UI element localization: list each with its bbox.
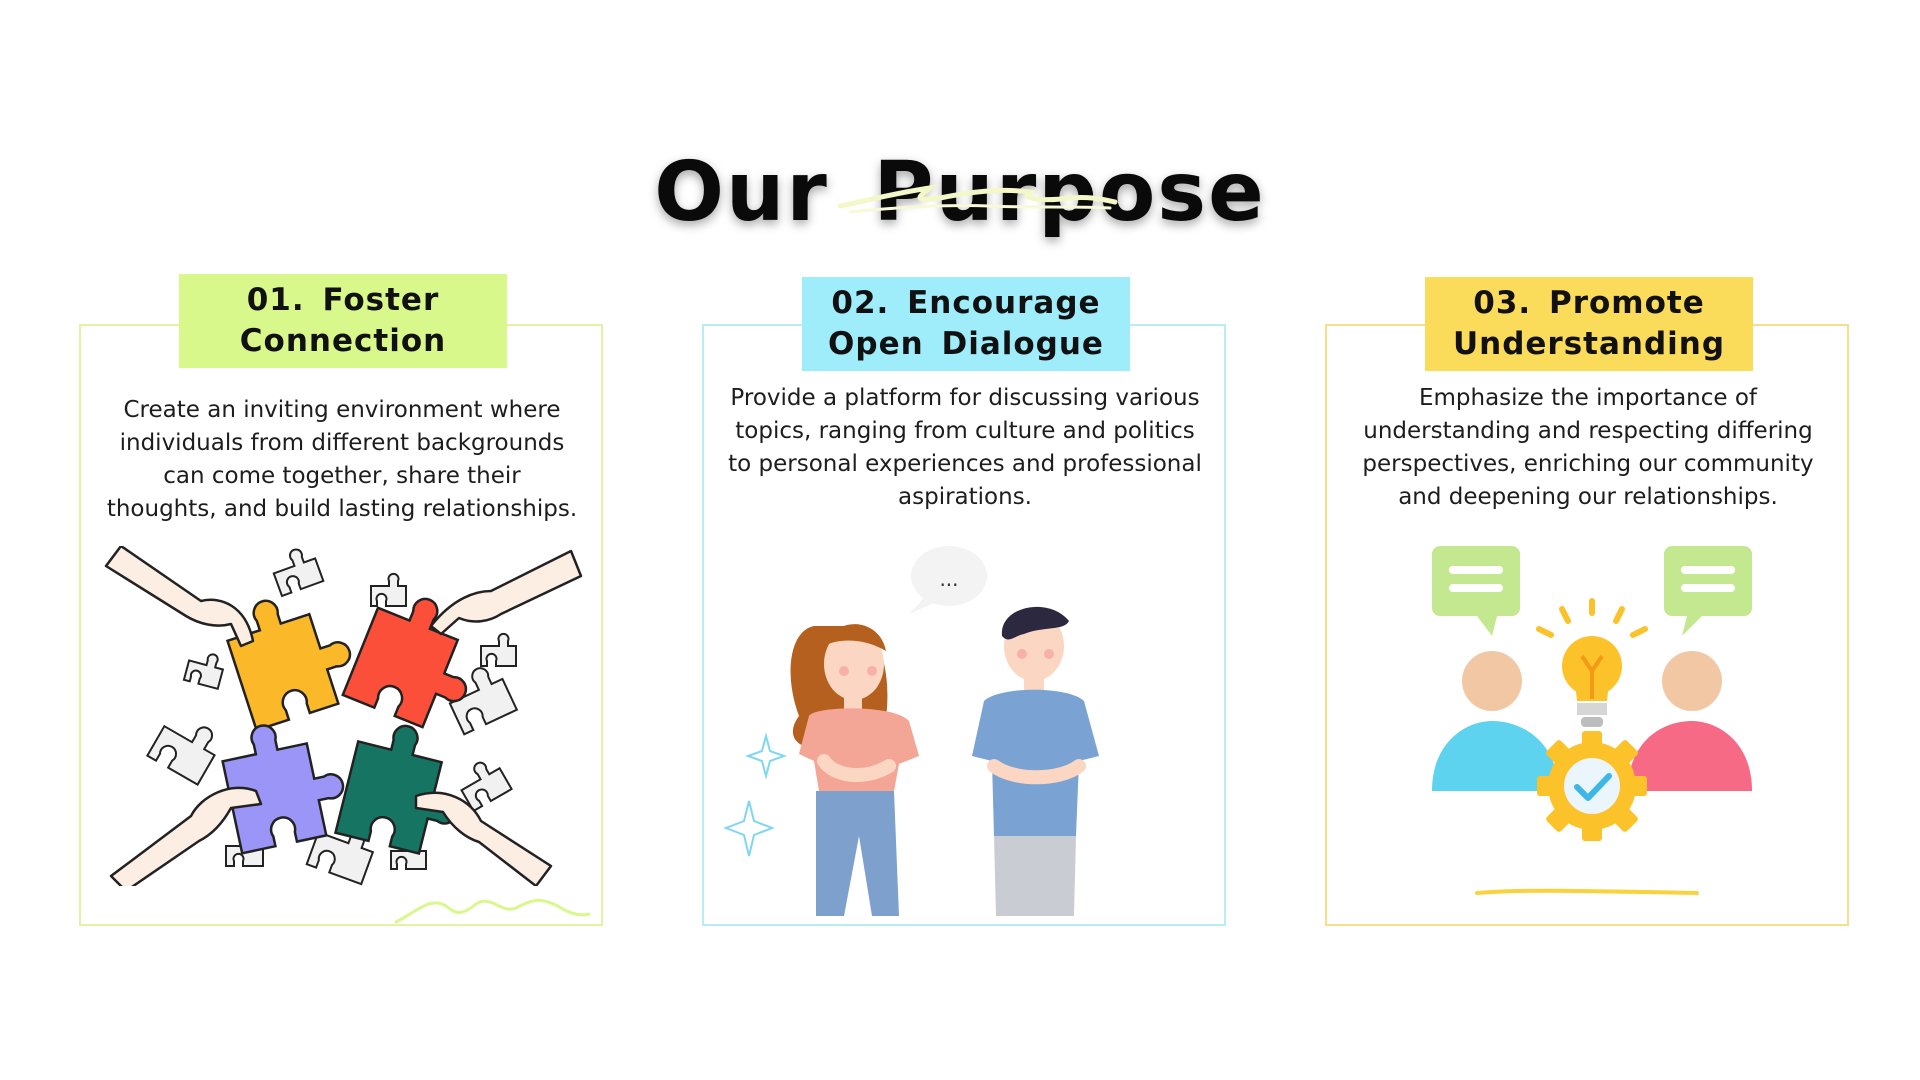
card-description: Emphasize the importance of understandin… (1362, 385, 1814, 510)
card-foster-connection: 01. Foster Connection Create an inviting… (79, 274, 603, 926)
gear-check-icon (1537, 731, 1647, 841)
lightbulb-icon (1536, 598, 1648, 727)
speech-bubble-text: ... (939, 567, 958, 591)
card-promote-understanding: 03. Promote Understanding Emphasize the … (1325, 277, 1849, 926)
card-heading: 02. Encourage Open Dialogue (802, 277, 1130, 371)
speech-bubble-icon (909, 546, 987, 614)
chat-bubble-icon (1664, 546, 1752, 636)
puzzle-hands-icon (104, 546, 583, 886)
card-description: Provide a platform for discussing variou… (728, 385, 1202, 510)
title-underline-scribble (837, 184, 1118, 214)
card-heading: 03. Promote Understanding (1425, 277, 1753, 371)
card-encourage-open-dialogue: 02. Encourage Open Dialogue Provide a pl… (702, 277, 1226, 926)
idea-collaboration-icon (1432, 546, 1752, 895)
chat-bubble-icon (1432, 546, 1520, 636)
card-description: Create an inviting environment where ind… (106, 397, 578, 522)
conversation-people-icon: ... (723, 546, 1099, 916)
card-heading: 01. Foster Connection (179, 274, 507, 368)
card-corner-scribble (394, 899, 591, 924)
